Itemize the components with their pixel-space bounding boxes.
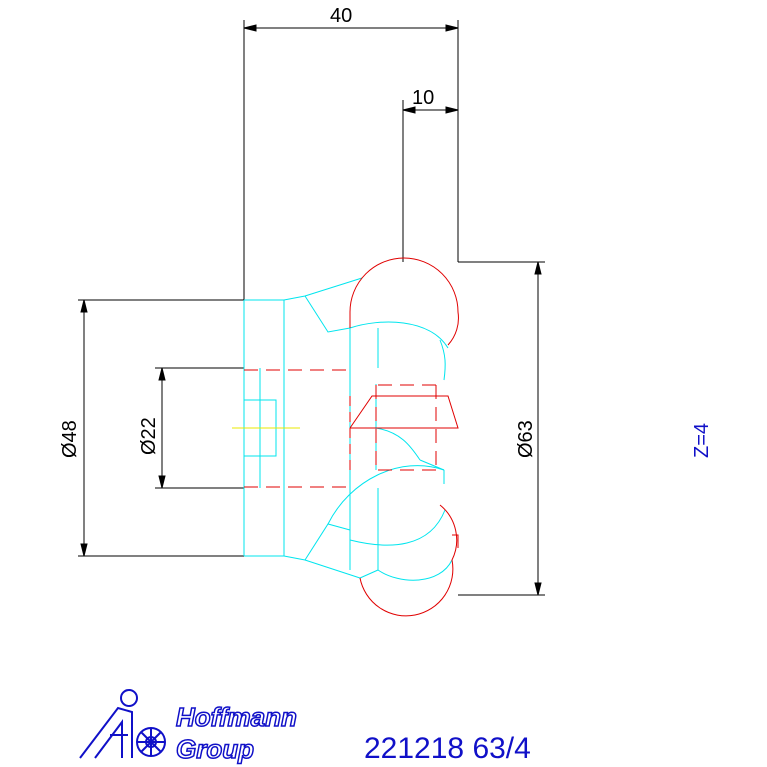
dimension-lines [78, 20, 545, 596]
dimension-label-40: 40 [330, 5, 352, 27]
cutter-body [243, 277, 453, 581]
part-number: 221218 63/4 [364, 732, 531, 765]
teeth-count-note: Z=4 [691, 423, 713, 458]
logo-wordmark-line2: Group [176, 734, 254, 764]
brand-logo: Hoffmann Group [79, 689, 298, 765]
dimension-label-10: 10 [412, 87, 434, 109]
logo-wordmark-line1: Hoffmann [176, 702, 297, 732]
dimension-label-d22: Ø22 [138, 417, 160, 455]
logo-figure-icon [79, 689, 166, 759]
dimension-label-d63: Ø63 [515, 420, 537, 458]
insert-geometry [244, 257, 459, 617]
dimension-label-d48: Ø48 [59, 420, 81, 458]
